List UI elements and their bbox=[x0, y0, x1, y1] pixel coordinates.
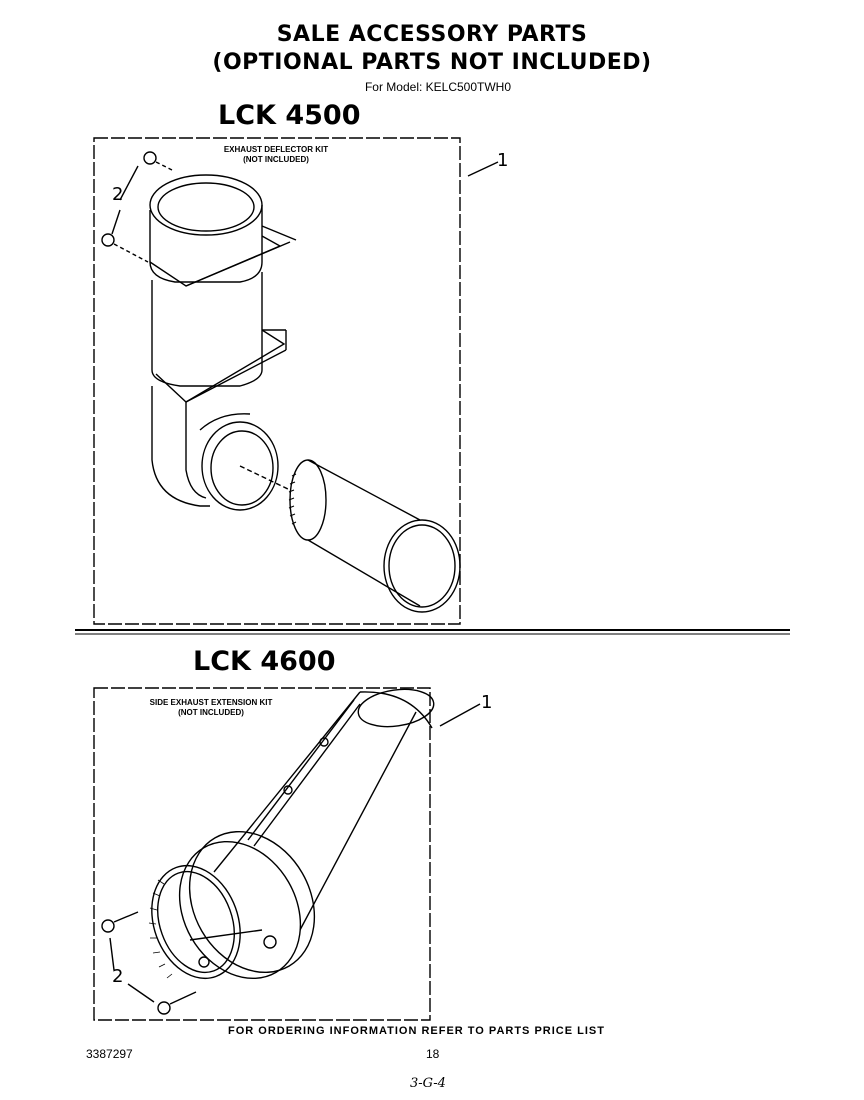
model-label: For Model: KELC500TWH0 bbox=[364, 80, 512, 94]
section1-frame bbox=[93, 137, 461, 625]
section2-callout-1: 1 bbox=[481, 692, 493, 713]
section2-frame bbox=[93, 687, 431, 1021]
exhaust-deflector-drawing bbox=[101, 151, 499, 613]
section1-kit-label: EXHAUST DEFLECTOR KIT (NOT INCLUDED) bbox=[196, 145, 356, 165]
section2-kit-label: SIDE EXHAUST EXTENSION KIT (NOT INCLUDED… bbox=[126, 698, 296, 718]
page-number: 18 bbox=[426, 1047, 440, 1061]
section1-heading: LCK 4500 bbox=[218, 100, 361, 131]
section1-kit-note: (NOT INCLUDED) bbox=[243, 155, 309, 164]
page-subtitle: (OPTIONAL PARTS NOT INCLUDED) bbox=[212, 50, 652, 75]
section1-kit-name: EXHAUST DEFLECTOR KIT bbox=[223, 145, 329, 154]
page-title: SALE ACCESSORY PARTS bbox=[276, 22, 588, 47]
section2-kit-name: SIDE EXHAUST EXTENSION KIT bbox=[149, 698, 273, 707]
handwritten-note: 3-G-4 bbox=[410, 1076, 446, 1091]
section2-heading: LCK 4600 bbox=[193, 646, 336, 677]
section2-kit-note: (NOT INCLUDED) bbox=[178, 708, 244, 717]
section2-callout-2: 2 bbox=[112, 966, 124, 987]
section1-callout-2: 2 bbox=[112, 184, 124, 205]
doc-number: 3387297 bbox=[86, 1047, 133, 1061]
ordering-note: FOR ORDERING INFORMATION REFER TO PARTS … bbox=[228, 1025, 605, 1037]
section1-callout-1: 1 bbox=[497, 150, 509, 171]
side-exhaust-extension-drawing bbox=[101, 688, 481, 1015]
